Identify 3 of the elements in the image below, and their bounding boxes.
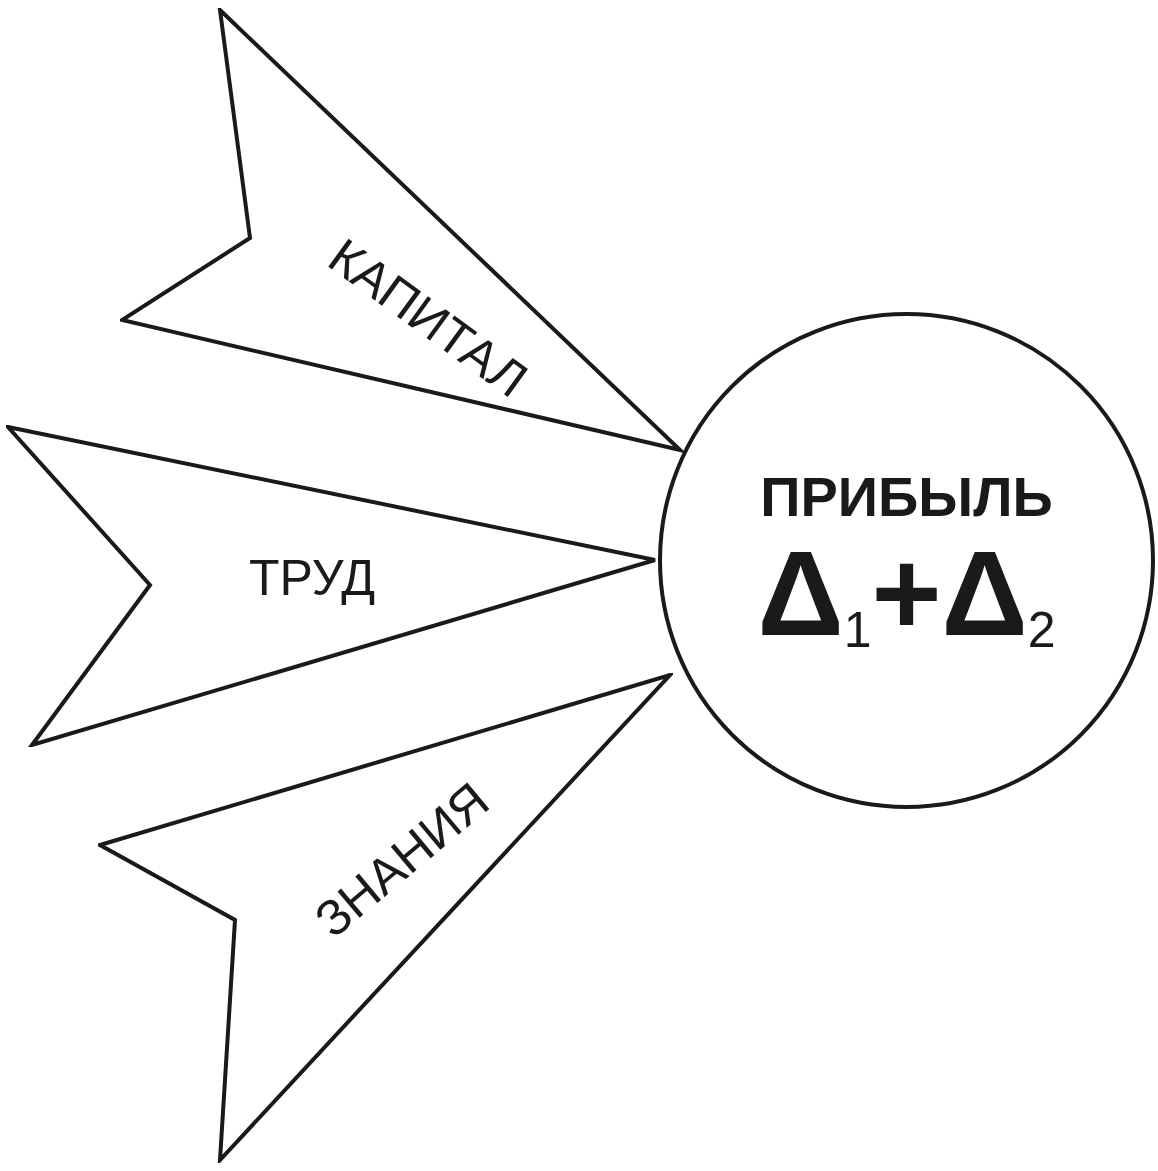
circle-title: ПРИБЫЛЬ bbox=[760, 468, 1053, 525]
arrow-label: ТРУД bbox=[248, 553, 376, 603]
formula: Δ$_{1}$+Δ$_{2}$ bbox=[757, 532, 1056, 653]
